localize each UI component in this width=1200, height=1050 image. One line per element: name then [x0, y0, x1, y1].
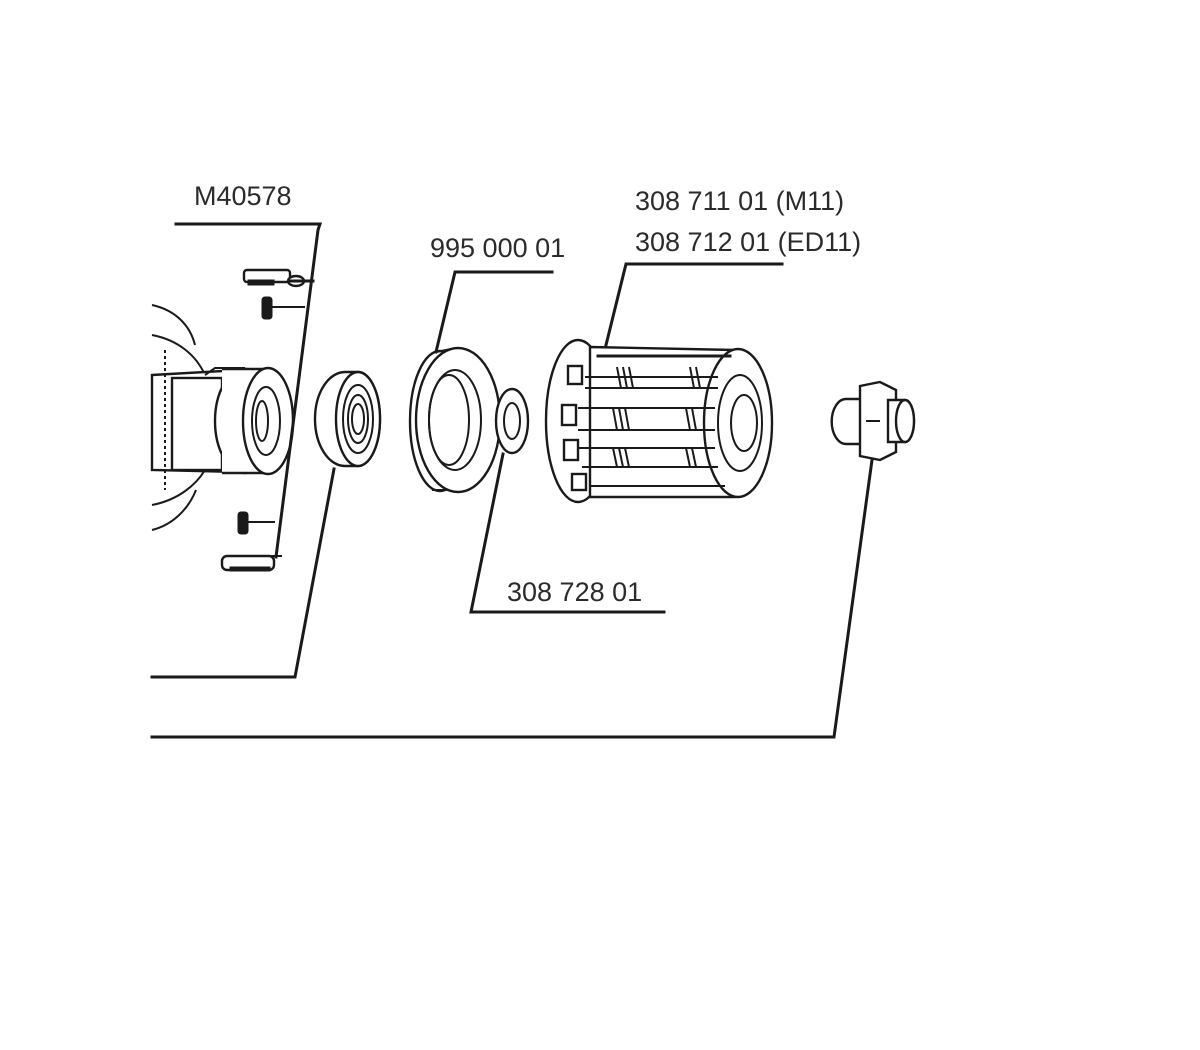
label-pawl-kit: M40578 [194, 181, 292, 211]
pawl-kit-parts [220, 268, 306, 572]
seal-ring [408, 346, 502, 494]
bearing [313, 370, 382, 468]
leader-lines [150, 222, 874, 739]
label-freehub-ed11: 308 712 01 (ED11) [635, 227, 861, 257]
label-washer: 308 728 01 [507, 577, 642, 607]
label-freehub-m11: 308 711 01 (M11) [635, 186, 844, 216]
hub-body [150, 304, 295, 531]
washer [494, 387, 530, 455]
end-cap [830, 380, 916, 462]
label-seal: 995 000 01 [430, 233, 565, 263]
freehub-body [544, 338, 774, 504]
